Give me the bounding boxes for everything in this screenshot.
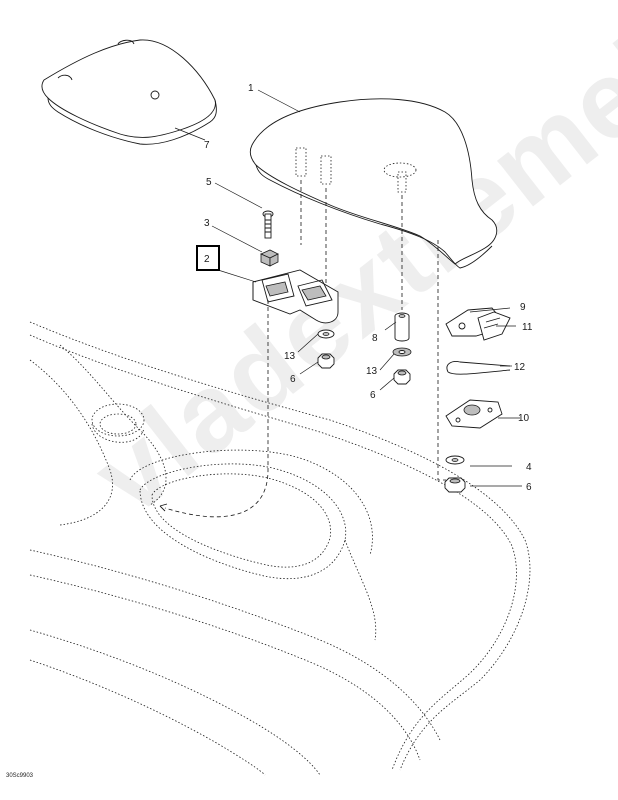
callout-3: 3 (204, 218, 210, 229)
callout-8: 8 (372, 333, 378, 344)
highlight-box-callout-2 (196, 245, 220, 271)
hull-deck (29, 321, 531, 776)
callout-13-left: 13 (284, 351, 296, 362)
callout-4: 4 (526, 462, 532, 473)
callout-11: 11 (522, 322, 533, 333)
callout-13-middle: 13 (366, 366, 378, 377)
callout-9: 9 (520, 302, 526, 313)
callout-12: 12 (514, 362, 526, 373)
leader-lines (174, 89, 522, 487)
callout-10: 10 (518, 413, 530, 424)
callout-7: 7 (204, 140, 210, 151)
drawing-code: 30Sc9903 (6, 773, 34, 779)
callout-2: 2 (204, 254, 210, 265)
callout-1: 1 (248, 83, 254, 94)
washer-nut-left (317, 329, 335, 369)
bracket-part-2 (159, 269, 339, 518)
seat-studs (295, 147, 446, 481)
square-nut-part-3 (260, 249, 279, 267)
seat-cushion-part-1 (249, 98, 498, 269)
callout-6-middle: 6 (370, 390, 376, 401)
callout-6-right: 6 (526, 482, 532, 493)
callout-labels: 1 2 3 4 5 6 6 6 7 8 9 10 11 12 13 13 (204, 83, 533, 493)
seat-cover-part-7 (41, 39, 217, 145)
bolt-part-5 (262, 210, 274, 239)
spacer-part-8 (392, 312, 412, 385)
latch-assembly (444, 307, 511, 493)
callout-6-left: 6 (290, 374, 296, 385)
callout-5: 5 (206, 177, 212, 188)
